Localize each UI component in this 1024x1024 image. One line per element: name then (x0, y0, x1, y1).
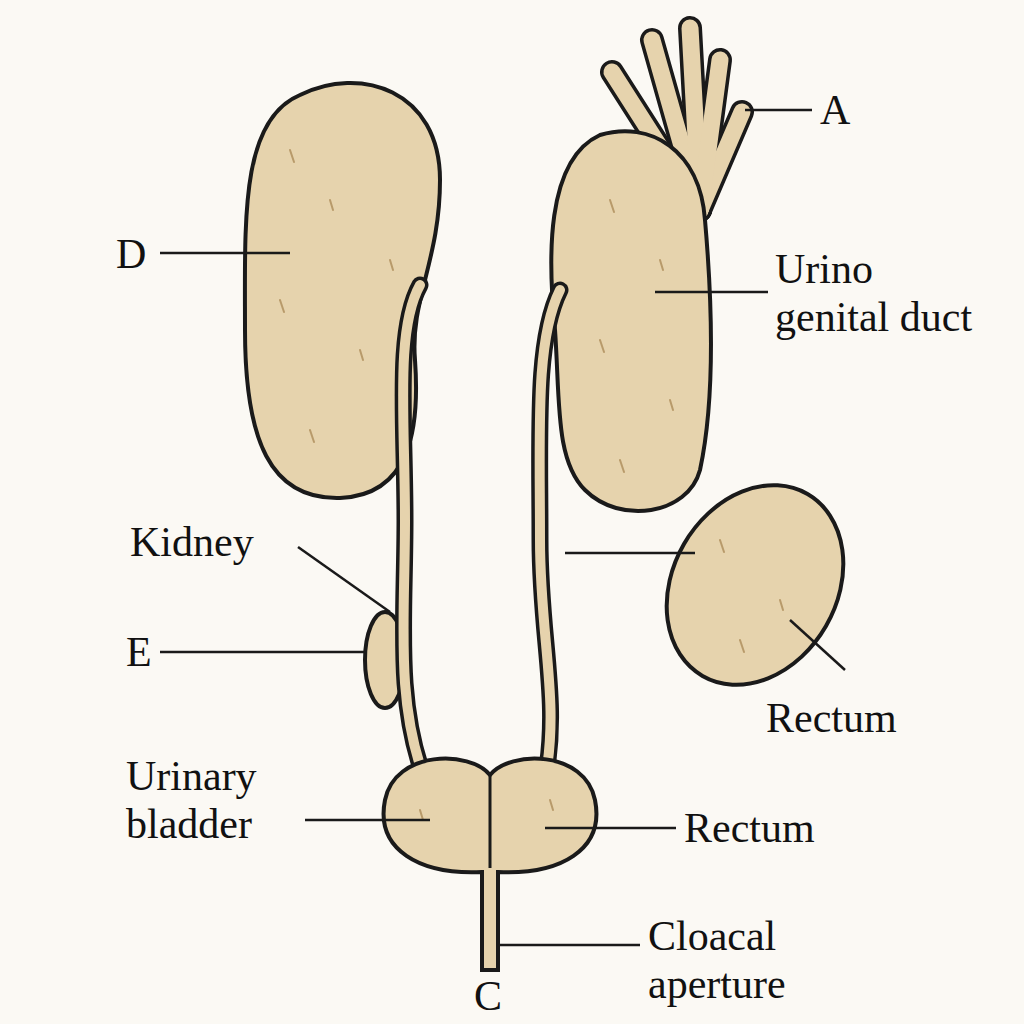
part-label: Urino genital duct (775, 245, 975, 342)
part-letter: D (116, 230, 146, 278)
part-letter: A (820, 86, 850, 134)
part-letter: C (474, 975, 502, 1017)
part-label: Rectum (766, 694, 897, 742)
part-label: Rectum (684, 804, 815, 852)
part-label: Urinary bladder (126, 752, 306, 849)
part-letter: E (126, 628, 152, 676)
part-label: Cloacal aperture (648, 912, 848, 1009)
part-label: Kidney (130, 518, 254, 566)
